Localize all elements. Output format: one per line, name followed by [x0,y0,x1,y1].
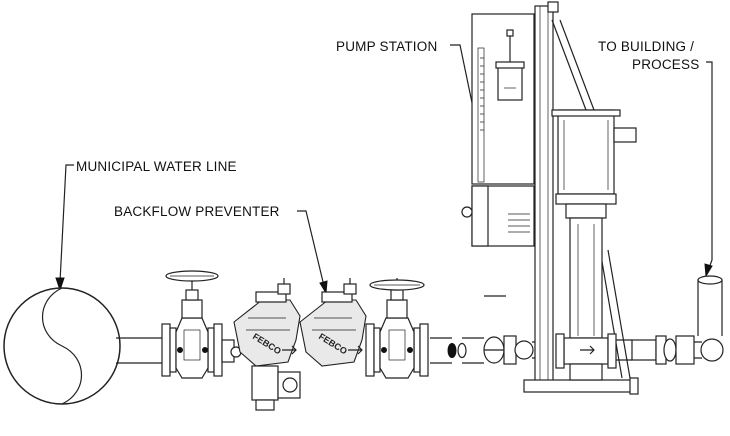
gate-valve-right [365,278,429,379]
leader-backflow-preventer [297,210,328,295]
label-to-building-line2: PROCESS [632,57,699,72]
pump-motor [551,109,637,205]
label-to-building-line1: TO BUILDING / [598,39,694,54]
gate-valve-left [161,270,223,379]
pipe-break-symbol [447,342,467,359]
discharge-piping [616,275,724,365]
pump-station-frame [523,1,639,395]
label-municipal-water-line: MUNICIPAL WATER LINE [76,159,237,174]
label-backflow-preventer: BACKFLOW PREVENTER [114,204,280,219]
pump-column [555,203,617,381]
controller-box [461,185,535,247]
label-pump-station: PUMP STATION [336,39,437,54]
backflow-preventer-assembly: FEBCO FEBCO [233,278,367,411]
control-panel [471,13,535,185]
municipal-water-main [3,287,121,405]
main-pipe [116,337,484,364]
leader-to-building [704,61,713,278]
leader-municipal-water-line [55,164,74,292]
pump-inlet-valve [483,335,546,365]
test-cock-fitting [221,339,242,363]
